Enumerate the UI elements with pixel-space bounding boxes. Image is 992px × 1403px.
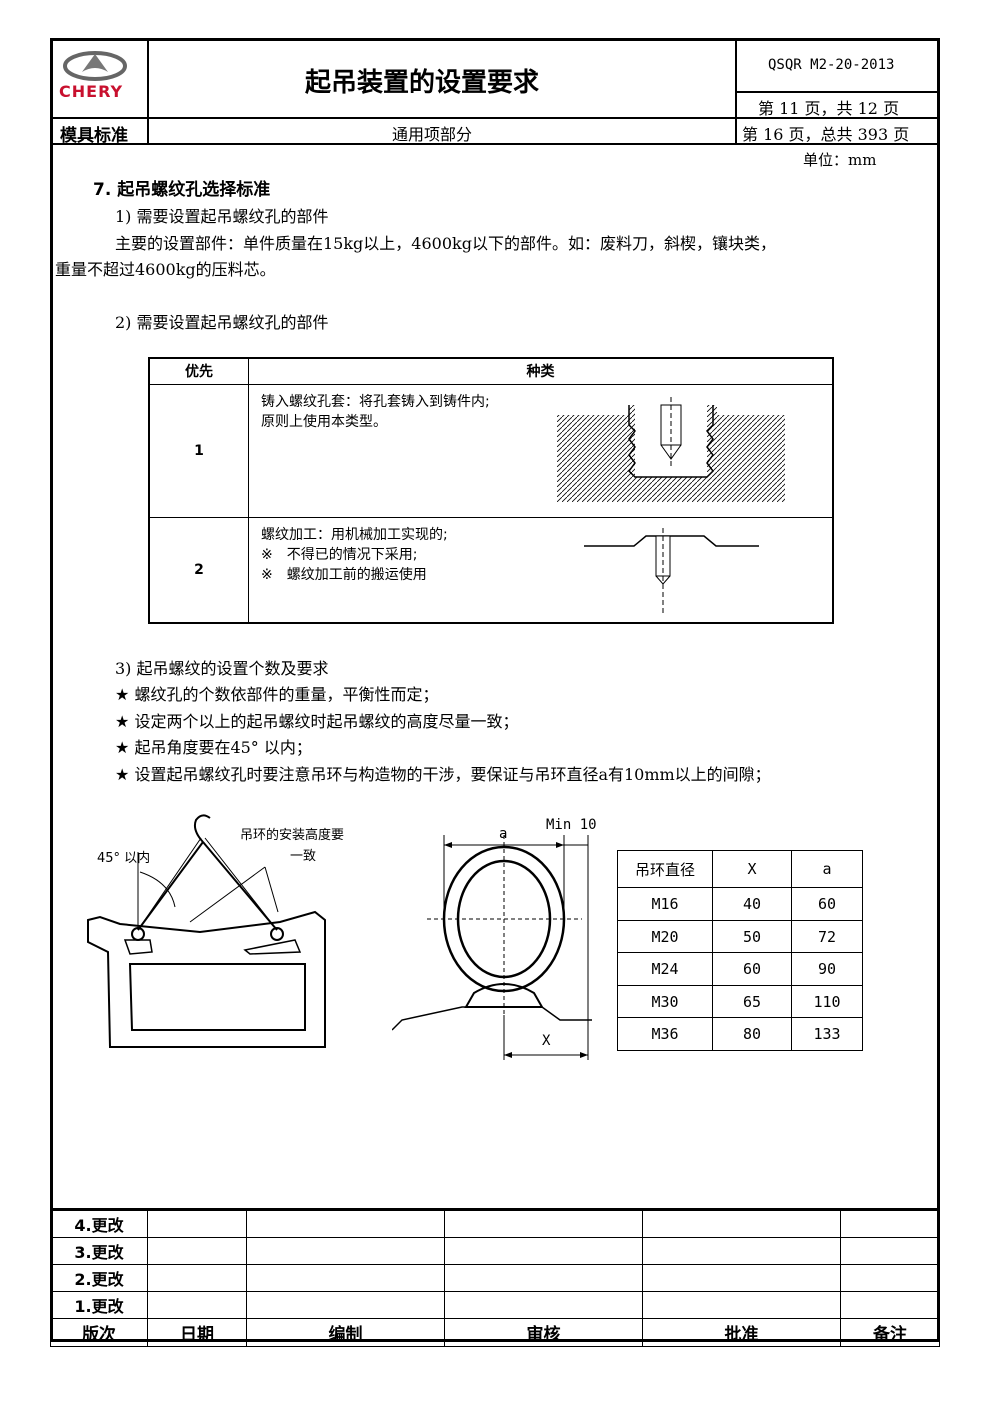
type-line: ※ 不得已的情况下采用;	[261, 546, 418, 563]
table-cell: 65	[712, 984, 792, 1019]
footer-label: 编制	[246, 1318, 445, 1347]
page-info: 第 11 页，共 12 页	[758, 99, 900, 118]
item3-heading: 3) 起吊螺纹的设置个数及要求	[115, 659, 329, 678]
type-cell: 铸入螺纹孔套：将孔套铸入到铸件内; 原则上使用本类型。	[248, 383, 834, 518]
item1-heading: 1) 需要设置起吊螺纹孔的部件	[115, 207, 329, 226]
star-icon: ★	[115, 685, 130, 704]
lifting-angle-figure	[87, 814, 326, 1048]
table-cell: 72	[791, 919, 863, 954]
type-line: 铸入螺纹孔套：将孔套铸入到铸件内;	[261, 393, 490, 410]
table-cell: 60	[791, 887, 863, 921]
table-row: M20 50 72	[617, 919, 863, 954]
bullet-text: 设定两个以上的起吊螺纹时起吊螺纹的高度尽量一致；	[134, 712, 519, 731]
footer-label: 日期	[147, 1318, 247, 1347]
star-icon: ★	[115, 765, 130, 784]
table-cell: 60	[712, 952, 792, 986]
table-row: 3.更改	[50, 1237, 940, 1265]
table-row: M24 60 90	[617, 952, 863, 986]
priority-cell: 1	[148, 383, 249, 518]
table-cell: 80	[712, 1017, 792, 1051]
priority-cell: 2	[148, 516, 249, 624]
table-cell: 50	[712, 919, 792, 954]
eyebolt-spec-table: 吊环直径 X a M16 40 60 M20 50 72 M24 60 90 M…	[617, 849, 863, 1051]
height-label-cont: 一致	[290, 849, 317, 864]
dim-a-label: a	[499, 826, 508, 842]
table-row: 2.更改	[50, 1264, 940, 1292]
header-divider	[50, 117, 940, 119]
cast-insert-figure	[557, 396, 785, 502]
table-header: 种类	[248, 357, 834, 385]
type-line: 原则上使用本类型。	[261, 413, 387, 430]
revision-label: 3.更改	[50, 1237, 148, 1265]
footer-label: 批准	[642, 1318, 841, 1347]
table-cell: M36	[617, 1017, 713, 1051]
star-icon: ★	[115, 738, 130, 757]
table-row: 1 铸入螺纹孔套：将孔套铸入到铸件内; 原则上使用本类型。	[148, 383, 834, 518]
revision-table: 4.更改 3.更改 2.更改 1.更改 版次 日期 编制 审核 批准 备注	[50, 1208, 940, 1347]
revision-label: 4.更改	[50, 1209, 148, 1238]
type-line: ※ 螺纹加工前的搬运使用	[261, 566, 427, 583]
table-cell: M24	[617, 952, 713, 986]
header-divider	[147, 38, 149, 144]
angle-label: 45° 以内	[97, 851, 151, 866]
chery-emblem-icon	[63, 51, 127, 81]
brand-name: CHERY	[59, 82, 124, 101]
bullet-item: ★ 设定两个以上的起吊螺纹时起吊螺纹的高度尽量一致；	[115, 708, 518, 732]
table-row: 版次 日期 编制 审核 批准 备注	[50, 1318, 940, 1347]
table-cell: M16	[617, 887, 713, 921]
priority-table: 优先 种类 1 铸入螺纹孔套：将孔套铸入到铸件内; 原则上使用本类型。	[148, 357, 834, 624]
footer-label: 审核	[444, 1318, 643, 1347]
header-divider	[735, 91, 940, 93]
unit-label: 单位：mm	[803, 151, 877, 169]
category-label: 模具标准	[60, 126, 128, 146]
table-cell: 90	[791, 952, 863, 986]
bullet-item: ★ 起吊角度要在45° 以内；	[115, 734, 312, 758]
table-row: 2 螺纹加工：用机械加工实现的; ※ 不得已的情况下采用; ※ 螺纹加工前的搬运…	[148, 516, 834, 624]
revision-label: 1.更改	[50, 1291, 148, 1319]
table-header: 优先	[148, 357, 249, 385]
table-row: 1.更改	[50, 1291, 940, 1319]
section-label: 通用项部分	[392, 125, 473, 144]
bullet-item: ★ 螺纹孔的个数依部件的重量，平衡性而定；	[115, 681, 438, 705]
table-cell: 110	[791, 984, 863, 1019]
dim-min-label: Min 10	[546, 817, 597, 833]
page-title: 起吊装置的设置要求	[305, 68, 540, 98]
bullet-text: 设置起吊螺纹孔时要注意吊环与构造物的干涉，要保证与吊环直径a有10mm以上的间隙…	[134, 765, 771, 784]
star-icon: ★	[115, 712, 130, 731]
item1-text-cont: 重量不超过4600kg的压料芯。	[55, 260, 276, 279]
table-cell: 133	[791, 1017, 863, 1051]
item2-heading: 2) 需要设置起吊螺纹孔的部件	[115, 313, 329, 332]
total-pages: 第 16 页，总共 393 页	[742, 125, 910, 144]
footer-label: 版次	[50, 1318, 148, 1347]
table-cell: M30	[617, 984, 713, 1019]
type-cell: 螺纹加工：用机械加工实现的; ※ 不得已的情况下采用; ※ 螺纹加工前的搬运使用	[248, 516, 834, 624]
table-cell: 40	[712, 887, 792, 921]
bullet-item: ★ 设置起吊螺纹孔时要注意吊环与构造物的干涉，要保证与吊环直径a有10mm以上的…	[115, 761, 771, 785]
table-row: 4.更改	[50, 1209, 940, 1238]
section-heading: 7. 起吊螺纹孔选择标准	[93, 180, 271, 200]
table-cell: M20	[617, 919, 713, 954]
bullet-text: 螺纹孔的个数依部件的重量，平衡性而定；	[134, 685, 439, 704]
chery-logo: CHERY	[55, 46, 143, 106]
eye-bolt-figure	[392, 835, 592, 1060]
table-header: X	[712, 849, 792, 889]
machined-thread-figure	[584, 527, 759, 616]
item1-text: 主要的设置部件：单件质量在15kg以上，4600kg以下的部件。如：废料刀，斜楔…	[115, 234, 776, 253]
table-row: M36 80 133	[617, 1017, 863, 1051]
table-header: 吊环直径	[617, 849, 713, 889]
table-header: a	[791, 849, 863, 889]
doc-code: QSQR M2-20-2013	[768, 57, 895, 73]
bullet-text: 起吊角度要在45° 以内；	[134, 738, 312, 757]
type-line: 螺纹加工：用机械加工实现的;	[261, 526, 448, 543]
table-row: M16 40 60	[617, 887, 863, 921]
table-row: M30 65 110	[617, 984, 863, 1019]
height-label: 吊环的安装高度要	[240, 828, 345, 843]
dim-x-label: X	[542, 1033, 551, 1049]
revision-label: 2.更改	[50, 1264, 148, 1292]
footer-label: 备注	[840, 1318, 940, 1347]
header-divider	[50, 143, 940, 145]
